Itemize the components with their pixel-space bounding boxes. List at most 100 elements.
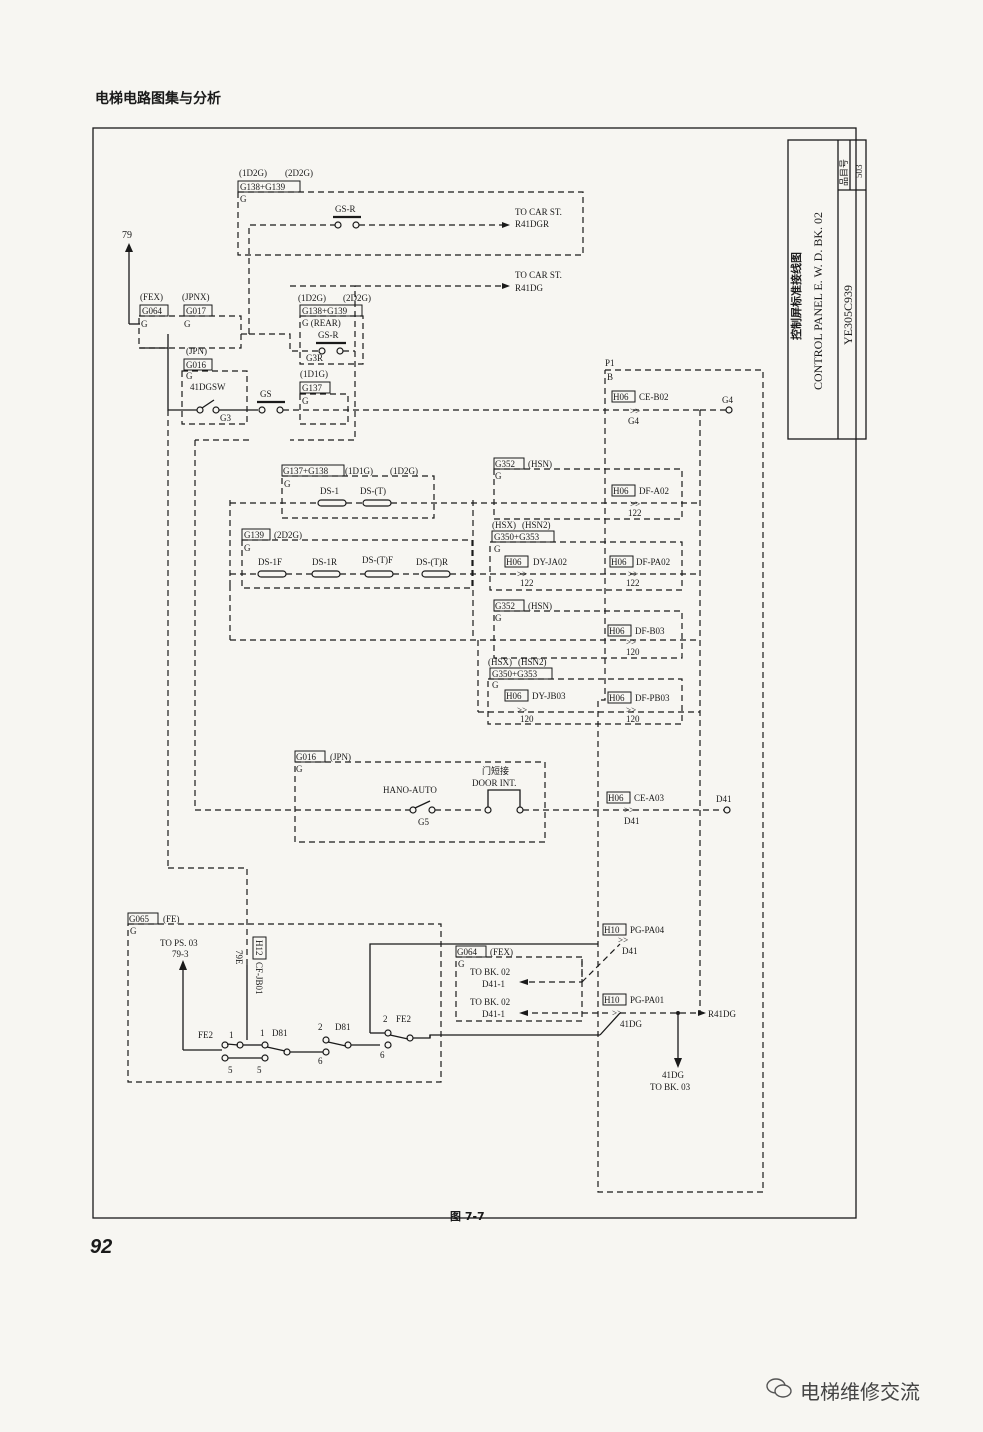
diagram-label: (2D2G) xyxy=(343,293,371,303)
diagram-label: 5 xyxy=(228,1065,233,1075)
diagram-label: DS-1 xyxy=(320,486,339,496)
diagram-label: (1D1G) xyxy=(345,466,373,476)
diagram-label: TO BK. 03 xyxy=(650,1082,691,1092)
diagram-label: H06 xyxy=(506,691,522,701)
diagram-label: 122 xyxy=(520,578,534,588)
diagram-label: CE-A03 xyxy=(634,793,664,803)
diagram-frame xyxy=(92,127,857,1219)
diagram-label: G4 xyxy=(722,395,733,405)
diagram-label: (JPN) xyxy=(186,346,207,356)
diagram-label: G350+G353 xyxy=(494,532,540,542)
diagram-label: G xyxy=(141,319,148,329)
diagram-label: H12 xyxy=(254,940,264,956)
diagram-label: H06 xyxy=(609,693,625,703)
diagram-label: GS-R xyxy=(335,204,356,214)
diagram-label: DY-JA02 xyxy=(533,557,567,567)
diagram-label: G3 xyxy=(220,413,231,423)
diagram-label: D81 xyxy=(272,1028,288,1038)
drawing-no: YE305C939 xyxy=(841,285,855,345)
diagram-label: G137 xyxy=(302,383,322,393)
diagram-label: 120 xyxy=(626,714,640,724)
diagram-label: (JPNX) xyxy=(182,292,210,302)
diagram-label: 41DG xyxy=(620,1019,642,1029)
diagram-label: PG-PA01 xyxy=(630,995,664,1005)
diagram-label: G xyxy=(296,764,303,774)
diagram-label: DS-(T)F xyxy=(362,555,393,565)
diagram-label: G xyxy=(130,926,137,936)
svg-text:>>: >> xyxy=(517,569,527,579)
title-cn: 控制屏标准接线图 xyxy=(789,252,803,340)
wechat-icon xyxy=(766,1378,792,1398)
diagram-label: DF-A02 xyxy=(639,486,669,496)
diagram-label: 6 xyxy=(380,1050,385,1060)
diagram-label: 6 xyxy=(318,1056,323,1066)
diagram-label: 41DGSW xyxy=(190,382,226,392)
diagram-label: (2D2G) xyxy=(285,168,313,178)
diagram-label: DF-B03 xyxy=(635,626,665,636)
diagram-label: PG-PA04 xyxy=(630,925,665,935)
diagram-label: G xyxy=(184,319,191,329)
diagram-label: (HSX) xyxy=(492,520,516,530)
diagram-label: (1D2G) xyxy=(298,293,326,303)
svg-text:>>: >> xyxy=(626,637,636,647)
diagram-label: (HSN2) xyxy=(522,520,551,530)
diagram-label: R41DG xyxy=(515,283,544,293)
diagram-label: G5 xyxy=(418,817,429,827)
svg-text:>>: >> xyxy=(624,805,634,815)
diagram-label: G xyxy=(302,396,309,406)
diagram-label: CF-JB01 xyxy=(254,962,264,995)
diagram-label: G017 xyxy=(186,306,206,316)
diagram-label: D41 xyxy=(716,794,732,804)
diagram-label: 1 xyxy=(229,1030,234,1040)
diagram-label: G350+G353 xyxy=(492,669,538,679)
diagram-label: (HSN) xyxy=(528,601,552,611)
diagram-label: GS-R xyxy=(318,330,339,340)
diagram-label: (1D1G) xyxy=(300,369,328,379)
diagram-label: H06 xyxy=(611,557,627,567)
diagram-label: 1 xyxy=(260,1028,265,1038)
diagram-label: R41DG xyxy=(708,1009,737,1019)
diagram-label: 79-3 xyxy=(172,949,189,959)
diagram-label: HANO-AUTO xyxy=(383,785,437,795)
diagram-label: B xyxy=(607,372,613,382)
diagram-label: FE2 xyxy=(396,1014,411,1024)
title-block: 控制屏标准接线图 CONTROL PANEL E. W. D. BK. 02 Y… xyxy=(787,139,867,440)
diagram-label: D41-1 xyxy=(482,1009,505,1019)
diagram-label: G065 xyxy=(129,914,149,924)
diagram-label: G139 xyxy=(244,530,264,540)
diagram-label: (FE) xyxy=(163,914,180,924)
diagram-label: DS-(T) xyxy=(360,486,386,496)
item-label: 品目号 xyxy=(839,159,850,186)
diagram-label: 5 xyxy=(257,1065,262,1075)
diagram-label: 120 xyxy=(626,647,640,657)
svg-text:>>: >> xyxy=(630,406,640,416)
diagram-label: 门短接 xyxy=(482,765,509,777)
diagram-label: 2 xyxy=(383,1014,388,1024)
diagram-label: (HSN) xyxy=(528,459,552,469)
diagram-label: (JPN) xyxy=(330,752,351,762)
diagram-label: H06 xyxy=(506,557,522,567)
diagram-label: D41-1 xyxy=(482,979,505,989)
diagram-label: G xyxy=(186,371,193,381)
svg-text:>>: >> xyxy=(618,935,628,945)
item-no: 503 xyxy=(854,164,864,178)
diagram-label: (HSN2) xyxy=(518,657,547,667)
diagram-label: 120 xyxy=(520,714,534,724)
diagram-label: D41 xyxy=(622,946,638,956)
diagram-label: G xyxy=(458,959,465,969)
diagram-label: G016 xyxy=(186,360,206,370)
diagram-label: G138+G139 xyxy=(302,306,348,316)
terminal-79: 79 xyxy=(122,230,140,325)
diagram-label: DS-1F xyxy=(258,557,282,567)
diagram-label: (FEX) xyxy=(490,947,513,957)
diagram-label: P1 xyxy=(605,358,615,368)
diagram-label: G (REAR) xyxy=(302,318,341,328)
page-header: 电梯电路图集与分析 xyxy=(95,91,221,107)
diagram-label: H06 xyxy=(609,626,625,636)
diagram-label: H06 xyxy=(613,392,629,402)
diagram-label: DF-PA02 xyxy=(636,557,670,567)
diagram-label: G xyxy=(494,544,501,554)
diagram-label: TO BK. 02 xyxy=(470,997,510,1007)
diagram-label: (2D2G) xyxy=(274,530,302,540)
